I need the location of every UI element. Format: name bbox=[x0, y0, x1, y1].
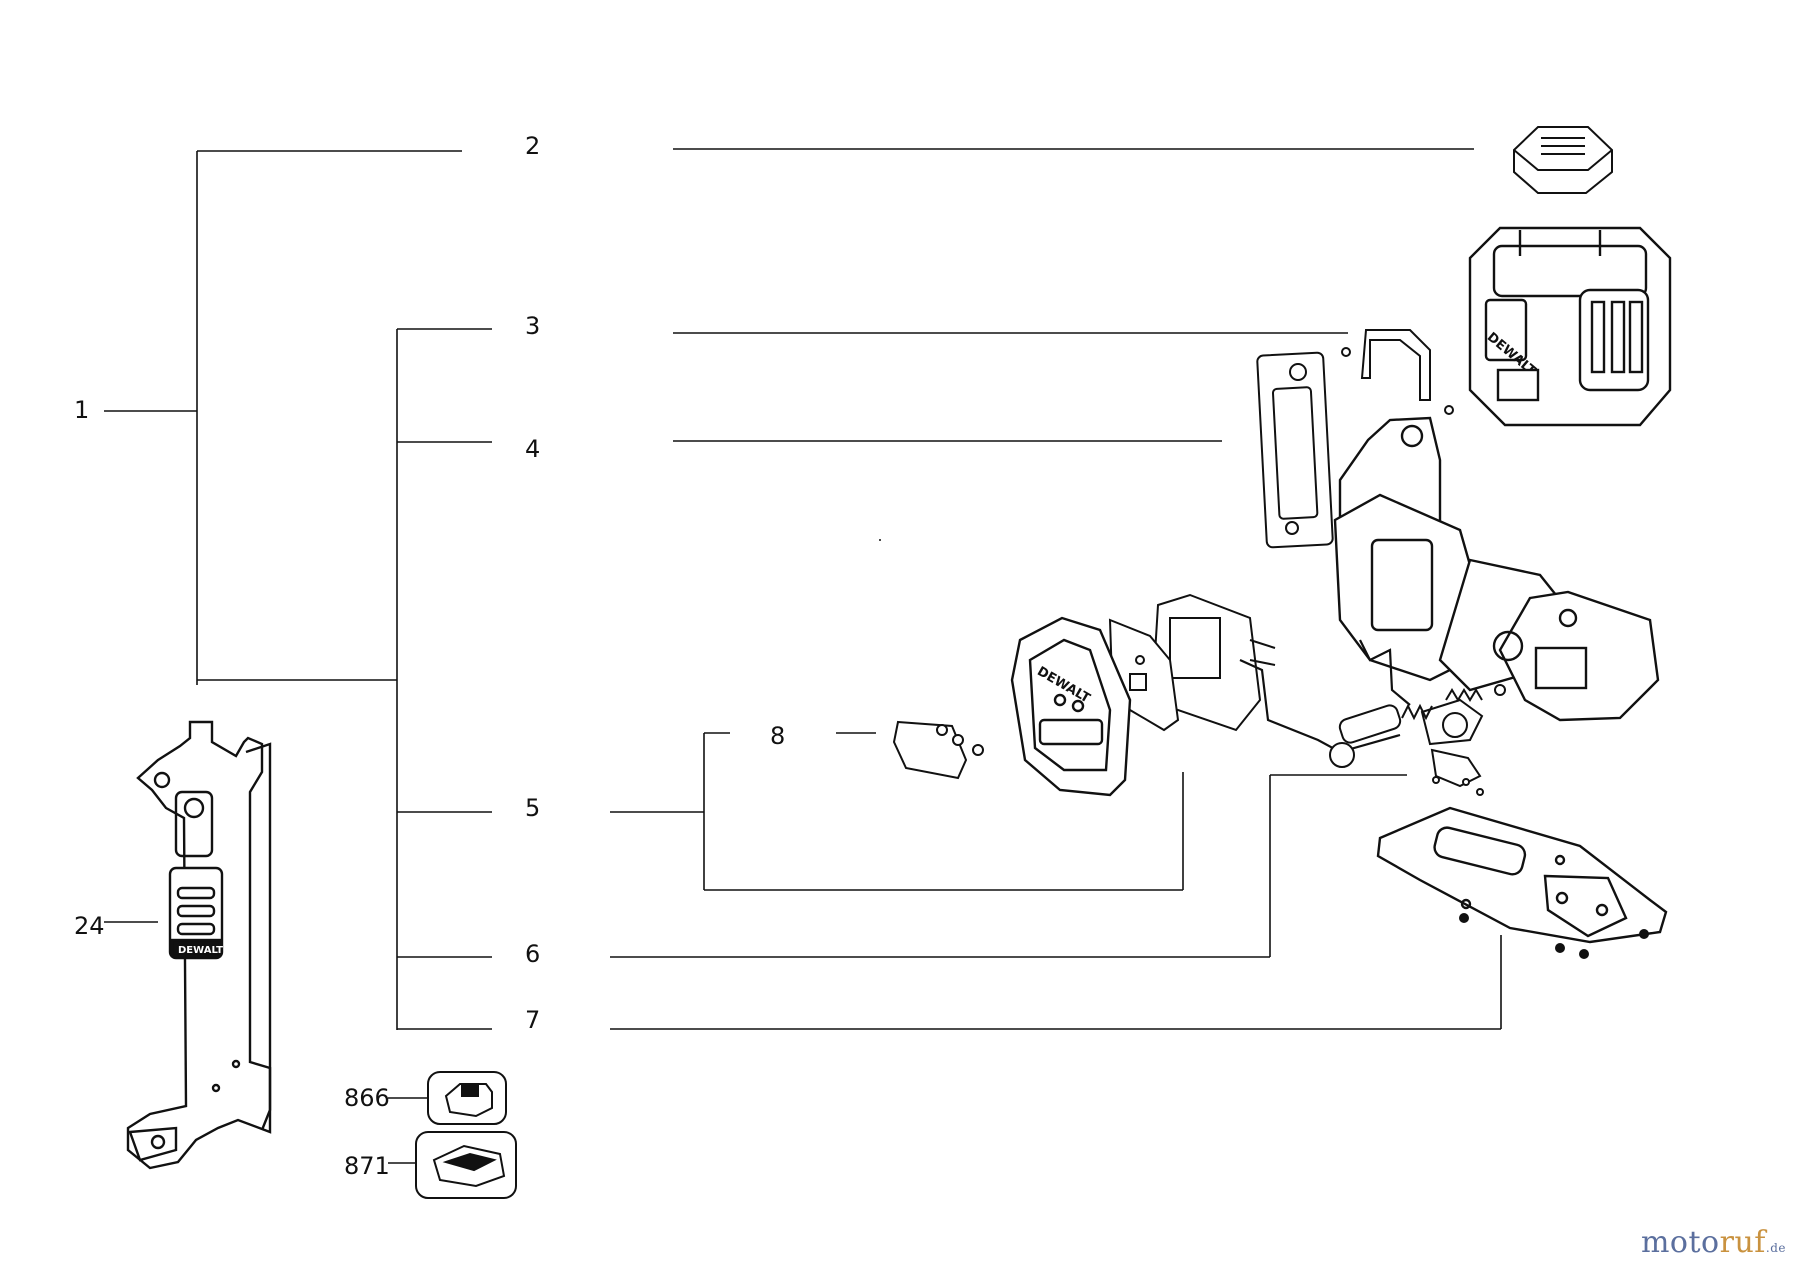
part-small-cover bbox=[892, 720, 984, 780]
part-battery bbox=[427, 1071, 507, 1125]
part-base-screws bbox=[1459, 913, 1649, 959]
part-label-1: 1 bbox=[74, 396, 90, 424]
part-gasket-plate bbox=[1256, 351, 1334, 549]
part-label-866: 866 bbox=[344, 1084, 390, 1112]
part-label-2: 2 bbox=[525, 132, 541, 160]
part-back-housing bbox=[1333, 416, 1482, 682]
part-spring bbox=[1401, 688, 1483, 721]
part-charger bbox=[415, 1131, 517, 1199]
part-base-plate bbox=[1376, 806, 1668, 944]
part-label-8: 8 bbox=[770, 722, 786, 750]
part-front-cover: DEWALT bbox=[1010, 616, 1132, 797]
part-label-3: 3 bbox=[525, 312, 541, 340]
part-label-7: 7 bbox=[525, 1006, 541, 1034]
part-pendulum bbox=[1438, 558, 1660, 722]
part-label-871: 871 bbox=[344, 1152, 390, 1180]
part-small-screws bbox=[1430, 684, 1506, 796]
part-laser-housing: DEWALT bbox=[1468, 226, 1672, 427]
part-label-4: 4 bbox=[525, 435, 541, 463]
part-label-6: 6 bbox=[525, 940, 541, 968]
part-wall-bracket: DEWALT bbox=[126, 720, 272, 1170]
part-label-5: 5 bbox=[525, 794, 541, 822]
svg-text:DEWALT: DEWALT bbox=[178, 945, 223, 956]
watermark-logo: motoruf.de bbox=[1640, 1225, 1786, 1260]
part-cap bbox=[1513, 126, 1613, 194]
part-label-24: 24 bbox=[74, 912, 105, 940]
part-knob bbox=[1329, 698, 1484, 768]
part-frame bbox=[1341, 329, 1454, 415]
